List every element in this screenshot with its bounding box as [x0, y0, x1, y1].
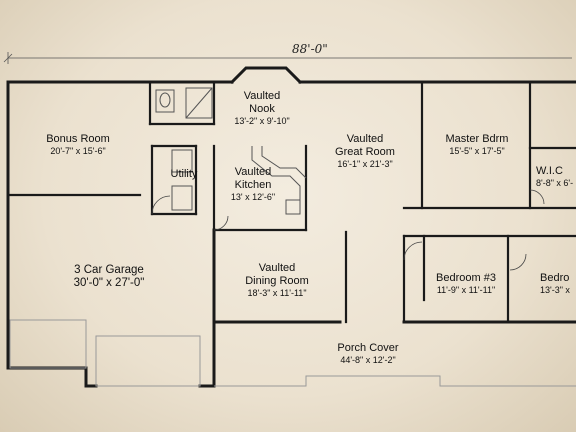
dining-room-name-line2: Dining Room [245, 275, 309, 287]
garage-name: 3 Car Garage [74, 264, 144, 276]
dining-room-label: Vaulted Dining Room 18'-3" x 11'-11" [232, 262, 322, 299]
great-room-name-line2: Great Room [335, 146, 395, 158]
bedroom-2-name: Bedro [540, 272, 570, 284]
dining-room-name-line1: Vaulted [258, 262, 296, 274]
wic-name: W.I.C [536, 165, 563, 177]
great-room-name-line1: Vaulted [346, 133, 384, 145]
bonus-room-size: 20'-7" x 15'-6" [50, 146, 106, 156]
fixtures [9, 87, 576, 387]
garage-size: 30'-0" x 27'-0" [73, 277, 145, 289]
overall-dimension: 88'-0" [292, 42, 328, 56]
wic-label: W.I.C 8'-8" x 6'- [536, 165, 573, 189]
nook-name-line2: Nook [249, 103, 275, 115]
porch-name: Porch Cover [337, 342, 399, 354]
kitchen-size: 13' x 12'-6" [230, 192, 276, 202]
bonus-room-name: Bonus Room [46, 133, 110, 145]
master-bedroom-size: 15'-5" x 17'-5" [449, 146, 505, 156]
utility-name: Utility [170, 168, 198, 180]
master-bedroom-name: Master Bdrm [445, 133, 509, 145]
exterior-walls [6, 66, 576, 388]
bedroom-3-name: Bedroom #3 [436, 272, 496, 284]
nook-size: 13'-2" x 9'-10" [234, 116, 290, 126]
bedroom-3-size: 11'-9" x 11'-11" [436, 285, 496, 295]
dining-room-size: 18'-3" x 11'-11" [247, 288, 307, 298]
interior-walls [6, 80, 576, 324]
porch-size: 44'-8" x 12'-2" [340, 355, 396, 365]
bedroom-2-size: 13'-3" x [540, 285, 570, 295]
kitchen-label: Vaulted Kitchen 13' x 12'-6" [222, 166, 284, 203]
master-bedroom-label: Master Bdrm 15'-5" x 17'-5" [432, 133, 522, 157]
overall-dimension-line [3, 52, 572, 64]
door-swings [151, 189, 545, 271]
bonus-room-label: Bonus Room 20'-7" x 15'-6" [28, 133, 128, 157]
garage-label: 3 Car Garage 30'-0" x 27'-0" [54, 264, 164, 290]
nook-name-line1: Vaulted [243, 90, 281, 102]
bedroom-2-label: Bedro 13'-3" x [540, 272, 570, 296]
wic-size: 8'-8" x 6'- [536, 178, 574, 188]
bedroom-3-label: Bedroom #3 11'-9" x 11'-11" [424, 272, 508, 296]
porch-label: Porch Cover 44'-8" x 12'-2" [318, 342, 418, 366]
kitchen-name-line2: Kitchen [234, 179, 272, 191]
kitchen-name-line1: Vaulted [234, 166, 272, 178]
utility-label: Utility [158, 168, 210, 181]
great-room-size: 16'-1" x 21'-3" [337, 159, 393, 169]
great-room-label: Vaulted Great Room 16'-1" x 21'-3" [320, 133, 410, 170]
nook-label: Vaulted Nook 13'-2" x 9'-10" [222, 90, 302, 127]
